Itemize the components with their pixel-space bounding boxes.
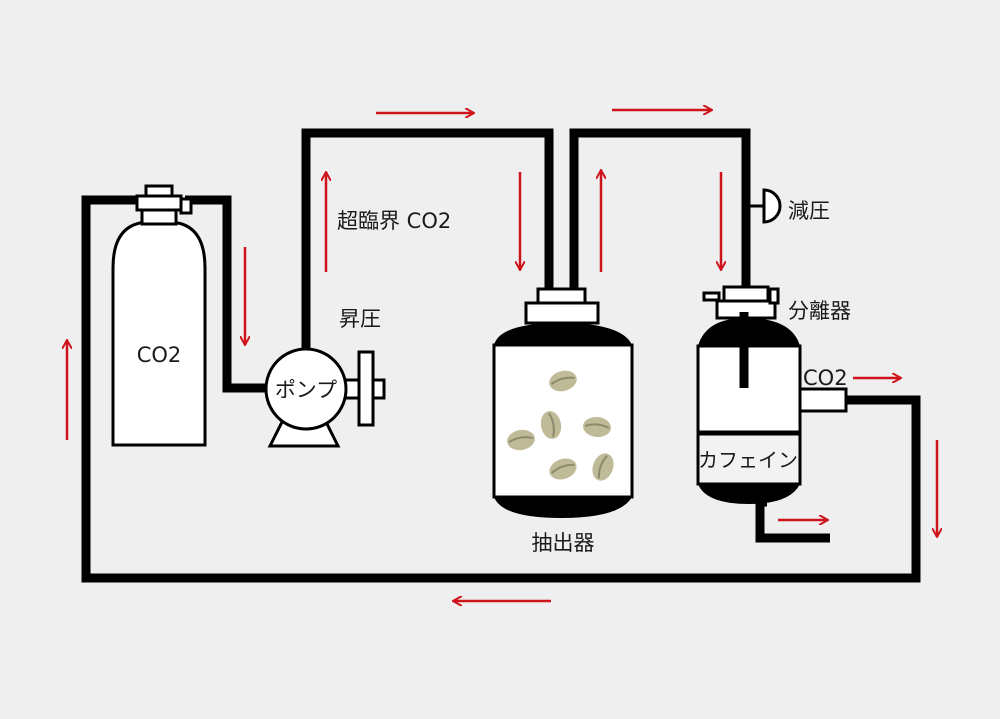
pump-handle-icon bbox=[357, 350, 375, 427]
coffee-bean-icon bbox=[507, 429, 535, 451]
supercritical-pipe bbox=[301, 128, 554, 350]
separator-vessel: カフェイン 分離器 bbox=[696, 285, 851, 543]
pump-label: ポンプ bbox=[275, 378, 337, 402]
co2-out-label: CO2 bbox=[803, 366, 848, 390]
cylinder-to-pump-pipe bbox=[185, 195, 270, 393]
supercritical-co2-label: 超臨界 CO2 bbox=[337, 209, 451, 233]
valve-handle-icon bbox=[702, 291, 721, 302]
extractor-to-separator-pipe bbox=[569, 128, 751, 302]
coffee-bean-icon bbox=[583, 416, 611, 438]
extractor-vessel: 抽出器 bbox=[492, 287, 634, 555]
valve-handle-icon bbox=[179, 197, 193, 215]
extractor-label: 抽出器 bbox=[532, 531, 595, 555]
coffee-beans bbox=[507, 370, 614, 481]
coffee-bean-icon bbox=[549, 458, 577, 480]
depressurize-label: 減圧 bbox=[788, 199, 830, 223]
pressurize-label: 昇圧 bbox=[339, 307, 381, 331]
caffeine-label: カフェイン bbox=[698, 448, 798, 472]
flow-arrows bbox=[67, 110, 937, 601]
return-pipe bbox=[81, 195, 921, 583]
coffee-bean-icon bbox=[540, 411, 562, 439]
cylinder-label: CO2 bbox=[137, 343, 182, 367]
pipe-network bbox=[81, 128, 921, 583]
valve-knob-icon bbox=[762, 188, 782, 224]
separator-label: 分離器 bbox=[788, 299, 851, 323]
coffee-bean-icon bbox=[592, 453, 614, 481]
co2-cylinder: CO2 bbox=[111, 184, 207, 447]
coffee-bean-icon bbox=[549, 370, 577, 392]
pump: ポンプ bbox=[264, 347, 386, 448]
depressurize-valve: 減圧 bbox=[746, 188, 830, 224]
